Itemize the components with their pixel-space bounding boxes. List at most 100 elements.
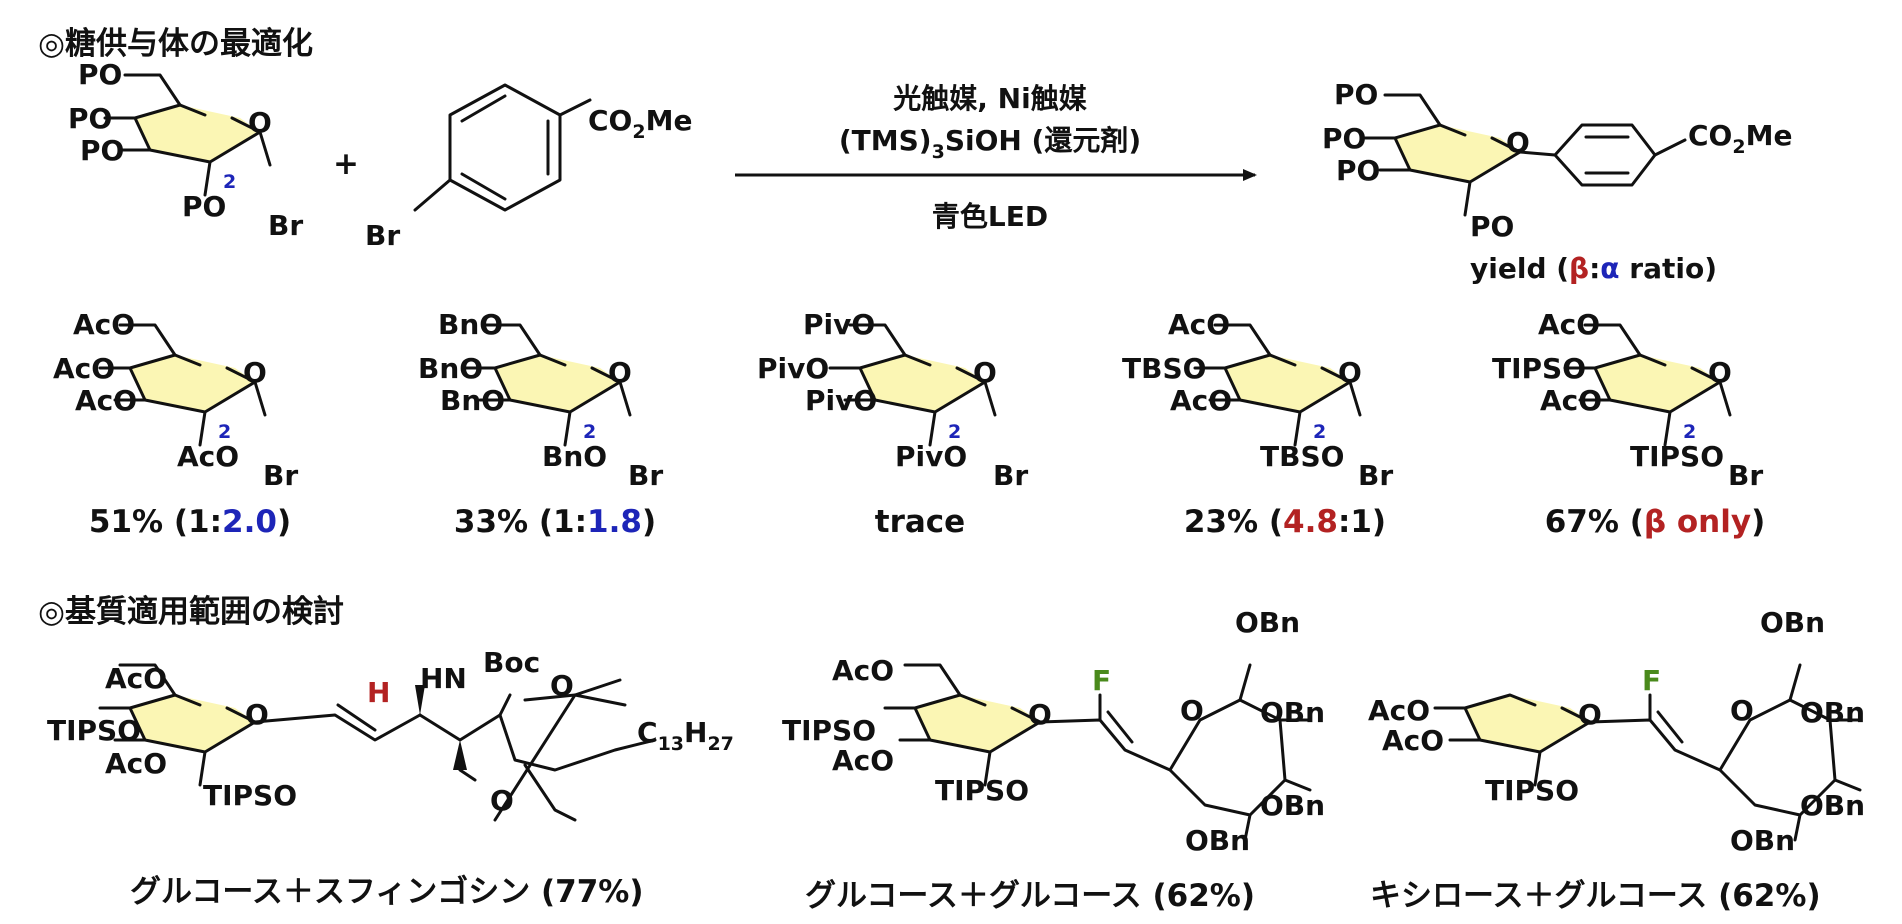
svg-text:TIPSO: TIPSO	[203, 779, 297, 812]
svg-text:CO2Me: CO2Me	[588, 104, 692, 143]
condition-catalysts: 光触媒, Ni触媒	[892, 82, 1087, 115]
donor-label-ring_o: O	[1338, 356, 1362, 389]
donor-label-num: 2	[218, 421, 231, 443]
donor-label-o6: AcO	[1168, 308, 1230, 341]
donor-label-br: Br	[1358, 459, 1393, 492]
donor-label-o3: AcO	[1540, 384, 1602, 417]
donor-label-o3: AcO	[75, 384, 137, 417]
svg-text:Br: Br	[365, 219, 400, 252]
svg-text:AcO: AcO	[1368, 694, 1430, 727]
svg-text:H: H	[367, 676, 390, 709]
donor-label-num: 2	[948, 421, 961, 443]
svg-text:O: O	[490, 784, 514, 817]
donor-label-o6: AcO	[1538, 308, 1600, 341]
donor-label-o2: AcO	[177, 440, 239, 473]
donor-label-o3: AcO	[1170, 384, 1232, 417]
donor-label-o2: TIPSO	[1630, 440, 1724, 473]
svg-text:C13H27: C13H27	[637, 716, 734, 755]
svg-text:OBn: OBn	[1800, 696, 1865, 729]
svg-text:OBn: OBn	[1260, 789, 1325, 822]
svg-text:OBn: OBn	[1800, 789, 1865, 822]
svg-text:O: O	[1578, 698, 1602, 731]
svg-text:TIPSO: TIPSO	[782, 714, 876, 747]
svg-text:PO: PO	[182, 190, 226, 223]
section-title-scope: ◎基質適用範囲の検討	[38, 594, 344, 630]
svg-text:2: 2	[223, 171, 236, 193]
svg-text:PO: PO	[80, 134, 124, 167]
svg-text:PO: PO	[78, 58, 122, 91]
donor-yield-2: 33% (1:1.8)	[454, 504, 656, 540]
aryl-bromide-structure: CO2Me Br	[365, 83, 692, 252]
svg-text:AcO: AcO	[832, 654, 894, 687]
donor-label-ring_o: O	[1708, 356, 1732, 389]
svg-text:O: O	[1506, 126, 1530, 159]
svg-text:PO: PO	[68, 102, 112, 135]
svg-text:O: O	[248, 106, 272, 139]
donor-yield-5: 67% (β only)	[1545, 504, 1766, 540]
donor-label-o4: PivO	[757, 352, 829, 385]
svg-text:TIPSO: TIPSO	[1485, 774, 1579, 807]
yield-legend: yield (β:α ratio)	[1470, 252, 1717, 285]
svg-text:AcO: AcO	[105, 662, 167, 695]
condition-reductant: (TMS)3SiOH (還元剤)	[839, 124, 1141, 163]
caption-scope-3: キシロース＋グルコース (62%)	[1370, 878, 1821, 914]
donor-label-num: 2	[1313, 421, 1326, 443]
svg-text:Br: Br	[268, 209, 303, 242]
donor-label-o4: TBSO	[1122, 352, 1206, 385]
svg-text:TIPSO: TIPSO	[935, 774, 1029, 807]
svg-text:CO2Me: CO2Me	[1688, 119, 1792, 158]
donor-label-o2: BnO	[542, 440, 607, 473]
donor-label-o6: PivO	[803, 308, 875, 341]
donor-label-o3: PivO	[805, 384, 877, 417]
donor-label-o6: BnO	[438, 308, 503, 341]
svg-text:AcO: AcO	[832, 744, 894, 777]
section-title-optimization: ◎糖供与体の最適化	[38, 26, 313, 62]
condition-light: 青色LED	[932, 200, 1048, 233]
donor-label-br: Br	[628, 459, 663, 492]
svg-text:PO: PO	[1336, 154, 1380, 187]
donor-label-o6: AcO	[73, 308, 135, 341]
donor-label-br: Br	[263, 459, 298, 492]
svg-text:F: F	[1642, 664, 1661, 697]
svg-text:O: O	[1180, 694, 1204, 727]
donor-label-o4: TIPSO	[1492, 352, 1586, 385]
svg-text:TIPSO: TIPSO	[47, 714, 141, 747]
donor-label-o2: TBSO	[1260, 440, 1344, 473]
svg-text:PO: PO	[1470, 210, 1514, 243]
caption-scope-1: グルコース＋スフィンゴシン (77%)	[130, 874, 644, 910]
svg-text:OBn: OBn	[1235, 606, 1300, 639]
svg-text:OBn: OBn	[1185, 824, 1250, 857]
svg-text:AcO: AcO	[1382, 724, 1444, 757]
scope-glucose-glucose: AcO TIPSO AcO TIPSO O F O OBn OBn OBn OB…	[782, 606, 1325, 857]
svg-text:OBn: OBn	[1760, 606, 1825, 639]
reaction-arrow: 光触媒, Ni触媒 (TMS)3SiOH (還元剤) 青色LED	[735, 82, 1257, 233]
donor-label-num: 2	[583, 421, 596, 443]
svg-text:OBn: OBn	[1260, 696, 1325, 729]
donor-label-num: 2	[1683, 421, 1696, 443]
donor-label-ring_o: O	[973, 356, 997, 389]
donor-label-o4: BnO	[418, 352, 483, 385]
donor-label-br: Br	[1728, 459, 1763, 492]
donor-label-br: Br	[993, 459, 1028, 492]
donor-label-o3: BnO	[440, 384, 505, 417]
svg-text:F: F	[1092, 664, 1111, 697]
svg-text:PO: PO	[1322, 122, 1366, 155]
svg-text:PO: PO	[1334, 78, 1378, 111]
svg-text:HN: HN	[420, 662, 467, 695]
scope-xylose-glucose: AcO AcO TIPSO O F O OBn OBn OBn OBn	[1368, 606, 1865, 857]
svg-text:O: O	[245, 698, 269, 731]
donor-label-o4: AcO	[53, 352, 115, 385]
donor-yield-3: trace	[875, 504, 965, 540]
donor-yield-4: 23% (4.8:1)	[1184, 504, 1386, 540]
svg-text:O: O	[1028, 698, 1052, 731]
donor-structure: PO PO PO PO Br O 2	[68, 58, 303, 242]
svg-text:AcO: AcO	[105, 747, 167, 780]
donor-label-ring_o: O	[608, 356, 632, 389]
svg-text:O: O	[1730, 694, 1754, 727]
plus-sign: +	[333, 146, 359, 182]
